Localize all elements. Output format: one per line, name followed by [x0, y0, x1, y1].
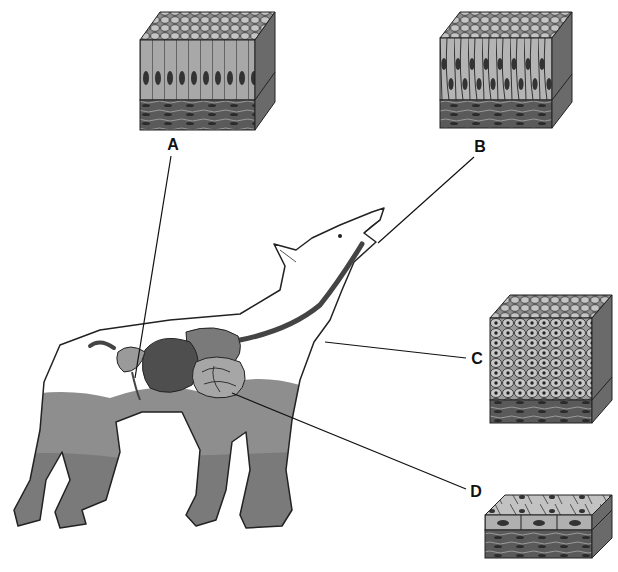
- leader-line: [135, 156, 171, 378]
- callout-letter: B: [472, 138, 488, 156]
- tissue-block: [140, 12, 275, 130]
- callout-letter: C: [469, 350, 485, 368]
- tissue-block: [440, 12, 572, 128]
- tissue-block: [485, 495, 612, 558]
- leader-line: [378, 157, 474, 243]
- tissue-block: [490, 295, 612, 423]
- callout-letter: A: [165, 136, 181, 154]
- callout-letter: D: [468, 483, 484, 501]
- wolf-figure: [0, 208, 384, 572]
- leader-line: [232, 393, 466, 489]
- leader-line: [325, 342, 466, 358]
